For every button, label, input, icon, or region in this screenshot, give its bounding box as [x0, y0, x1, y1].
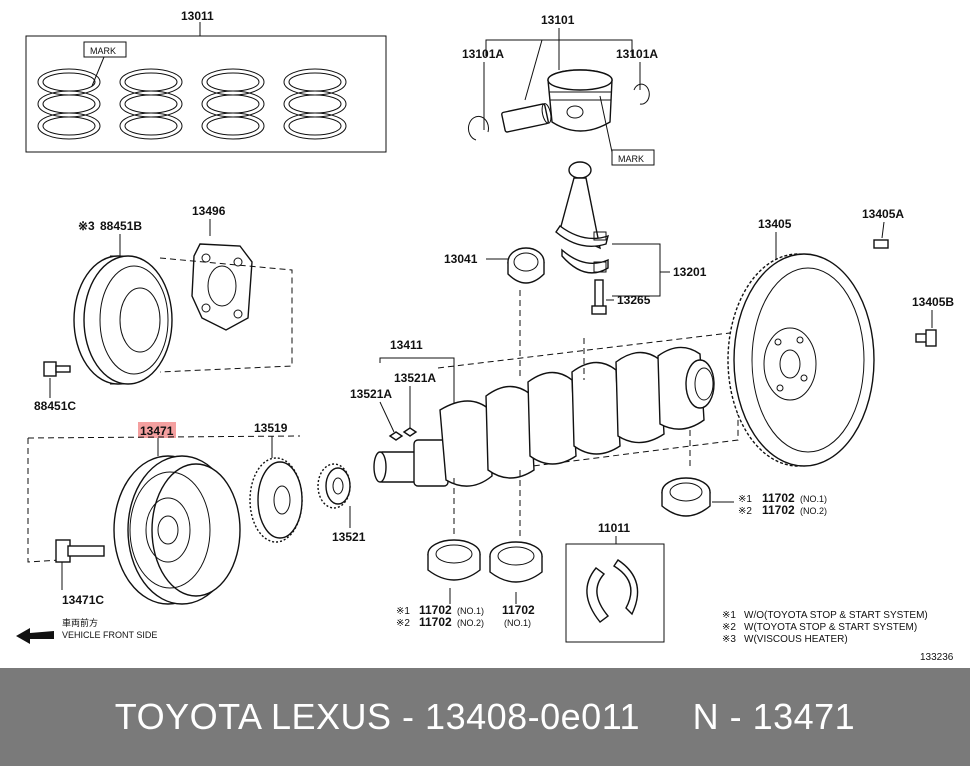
illustration-number: 133236: [920, 652, 954, 663]
plate: [191, 243, 253, 331]
flywheel: [727, 253, 875, 467]
label-damper: 13471: [140, 424, 174, 438]
label-sprocket: 13521: [332, 530, 366, 544]
sprocket: [317, 463, 351, 509]
crankshaft: [373, 346, 715, 487]
bearing-2-part: 11702: [419, 615, 452, 629]
timing-gear: [249, 457, 303, 543]
note-3-mark: ※3: [722, 634, 736, 645]
damper-bolt: [55, 539, 105, 563]
label-piston: 13101: [541, 13, 575, 27]
bearing-2-qual: (NO.2): [457, 618, 484, 628]
bearing-4-qual: (NO.2): [800, 506, 827, 516]
flywheel-pin: [873, 239, 889, 249]
footer-bar: TOYOTA LEXUS - 13408-0e011 N - 13471: [0, 668, 970, 766]
note-1-mark: ※1: [722, 610, 736, 621]
mark-box-piston: [611, 149, 655, 166]
label-key-b: 13521A: [394, 371, 436, 385]
note-2-mark: ※2: [722, 622, 736, 633]
label-gear: 13519: [254, 421, 288, 435]
thrust-box: [565, 543, 665, 643]
label-conrod: 13201: [673, 265, 707, 279]
bearing-2-mark: ※2: [396, 618, 410, 629]
label-plate: 13496: [192, 204, 226, 218]
thrust-washers: [586, 559, 639, 623]
label-mark-rings: MARK: [90, 46, 116, 56]
piston: [468, 69, 650, 141]
front-arrow-icon: [16, 628, 54, 644]
label-thrust: 11011: [598, 521, 630, 535]
footer-text: TOYOTA LEXUS - 13408-0e011 N - 13471: [114, 696, 856, 737]
front-side-en: VEHICLE FRONT SIDE: [62, 630, 157, 640]
bearing-3-mark: ※1: [738, 494, 752, 505]
front-side-jp: 車両前方: [62, 617, 98, 628]
parts-diagram: 13011 MARK 13101 13101A 13101A: [16, 9, 954, 663]
rings-box: [25, 35, 387, 153]
damper-pulley: [113, 455, 241, 605]
note-1-text: W/O(TOYOTA STOP & START SYSTEM): [744, 610, 928, 621]
pulley-bolt: [43, 361, 71, 377]
piston-rings: [37, 68, 347, 140]
note-2-text: W(TOYOTA STOP & START SYSTEM): [744, 622, 917, 633]
label-conrod-bearing: 13041: [444, 252, 478, 266]
bearing-4-mark: ※2: [738, 506, 752, 517]
label-fly-bolt: 13405B: [912, 295, 954, 309]
connecting-rod: [555, 161, 609, 274]
key-b: [402, 427, 418, 437]
label-pulley-bolt: 88451C: [34, 399, 76, 413]
label-mark-piston: MARK: [618, 154, 644, 164]
main-bearing-3: [661, 477, 711, 517]
bearing-1-qual: (NO.1): [457, 606, 484, 616]
note-3-text: W(VISCOUS HEATER): [744, 634, 848, 645]
label-snap-right: 13101A: [616, 47, 658, 61]
label-conrod-bolt: 13265: [617, 293, 651, 307]
bearing-3-qual: (NO.1): [800, 494, 827, 504]
label-flywheel: 13405: [758, 217, 792, 231]
label-damper-bolt: 13471C: [62, 593, 104, 607]
main-bearing-2: [489, 541, 543, 583]
label-crank: 13411: [390, 338, 423, 352]
bearing-4-part: 11702: [762, 503, 795, 517]
bearing-5-qual: (NO.1): [504, 618, 531, 628]
label-key-a: 13521A: [350, 387, 392, 401]
bearing-3-part: 11702: [762, 491, 795, 505]
key-a: [388, 431, 404, 441]
bearing-1-part: 11702: [419, 603, 452, 617]
label-pin: 13405A: [862, 207, 904, 221]
label-pulley-note: ※3: [78, 219, 95, 233]
conrod-bolt: [591, 279, 607, 315]
crank-pulley: [73, 255, 173, 385]
label-rings: 13011: [181, 9, 214, 23]
flywheel-bolt: [915, 329, 937, 347]
bearing-1-mark: ※1: [396, 606, 410, 617]
conrod-bearing: [507, 247, 545, 284]
highlight-13471: [138, 422, 176, 438]
label-pulley: 88451B: [100, 219, 142, 233]
label-snap-left: 13101A: [462, 47, 504, 61]
bearing-5-part: 11702: [502, 603, 535, 617]
mark-box-rings: [83, 41, 127, 58]
main-bearing-1: [427, 539, 481, 581]
